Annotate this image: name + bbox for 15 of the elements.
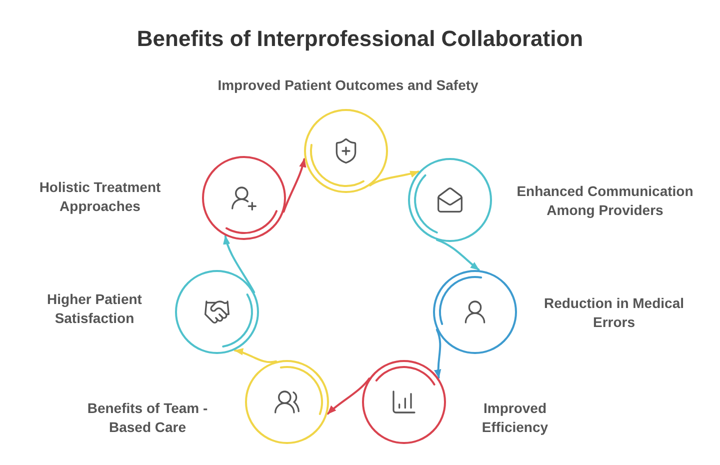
curved-arrow: [234, 348, 278, 364]
diagram-title: Benefits of Interprofessional Collaboration: [136, 26, 584, 52]
step-label: Holistic Treatment Approaches: [38, 178, 162, 216]
step-label: Benefits of Team - Based Care: [86, 399, 209, 437]
step-label: Enhanced Communication Among Providers: [516, 182, 694, 220]
curved-arrow: [326, 378, 370, 415]
step-label: Improved Efficiency: [480, 399, 550, 437]
step-label: Higher Patient Satisfaction: [46, 290, 143, 328]
curved-arrow: [434, 328, 442, 379]
curved-arrow: [369, 170, 420, 186]
step-label: Improved Patient Outcomes and Safety: [218, 76, 478, 95]
step-label: Reduction in Medical Errors: [542, 294, 685, 332]
curved-arrow: [224, 235, 256, 294]
curved-arrow: [436, 238, 480, 271]
curved-arrow: [282, 158, 306, 213]
